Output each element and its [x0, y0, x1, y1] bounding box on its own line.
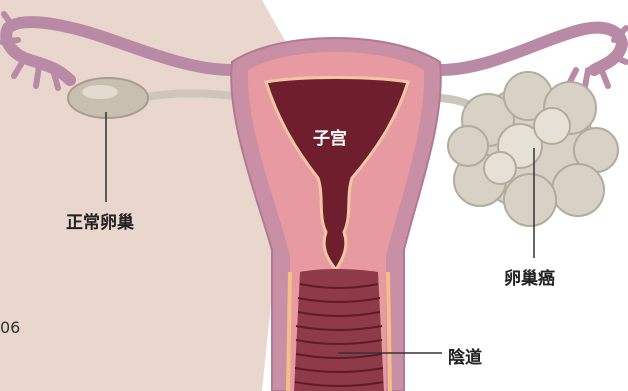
uterus-label: 子宫 [313, 124, 347, 149]
vagina-label: 陰道 [448, 343, 482, 368]
ovarian-tumor [448, 72, 618, 226]
page-number: 06 [0, 318, 20, 337]
normal-ovary-highlight [82, 85, 118, 99]
normal-ovary-label: 正常卵巢 [66, 208, 134, 233]
ovarian-cancer-label: 卵巢癌 [504, 264, 555, 289]
left-ovarian-ligament [140, 93, 234, 98]
right-fallopian-tube [440, 28, 622, 70]
